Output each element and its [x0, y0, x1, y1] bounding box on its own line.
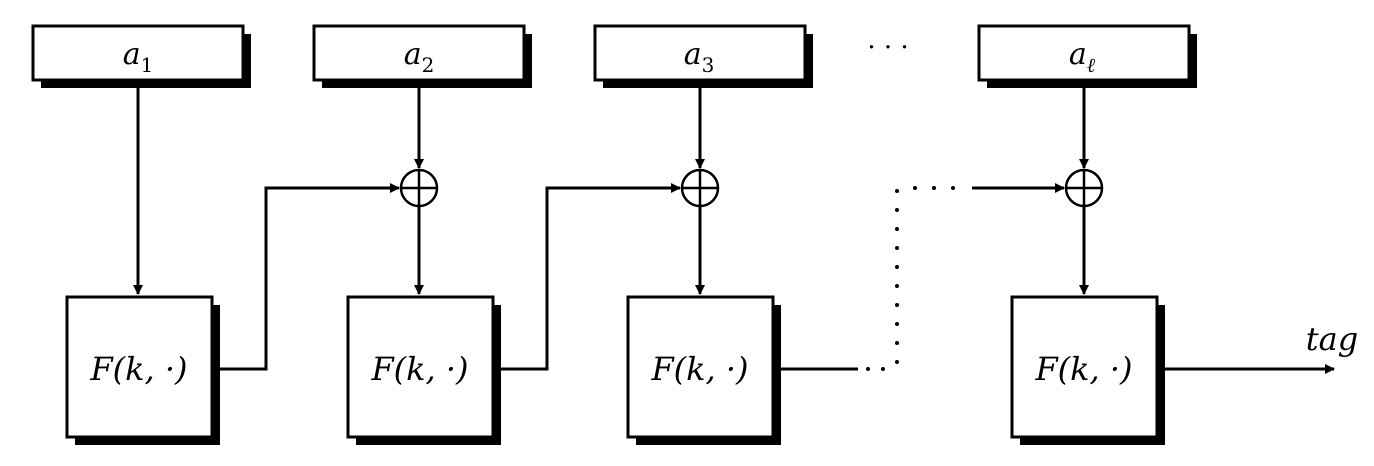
input-label-a2: a2: [404, 37, 435, 77]
input-label-a3: a3: [684, 37, 715, 77]
prf-label-4: F(k, ·): [1034, 350, 1132, 388]
wire-f1-to-xor2: [212, 183, 400, 371]
prf-block-1: F(k, ·): [65, 295, 220, 445]
ellipsis-dots: · · ·: [867, 33, 908, 63]
xor-node-l: [1064, 168, 1104, 208]
prf-label-3: F(k, ·): [650, 350, 748, 388]
input-label-al: aℓ: [1069, 37, 1096, 77]
prf-label-1: F(k, ·): [89, 350, 187, 388]
input-box-a3: a3: [593, 24, 813, 88]
dotted-continuation: [866, 186, 955, 371]
wire-f2-to-xor3: [493, 183, 681, 371]
input-box-a2: a2: [312, 24, 532, 88]
prf-block-2: F(k, ·): [346, 295, 501, 445]
xor-node-2: [399, 168, 439, 208]
prf-block-4: F(k, ·): [1010, 295, 1165, 445]
input-box-al: aℓ: [977, 24, 1197, 88]
output-tag-label: tag: [1306, 320, 1358, 358]
prf-label-2: F(k, ·): [370, 350, 468, 388]
input-box-a1: a1: [31, 24, 251, 88]
input-label-a1: a1: [123, 37, 154, 77]
prf-block-3: F(k, ·): [626, 295, 781, 445]
xor-node-3: [680, 168, 720, 208]
